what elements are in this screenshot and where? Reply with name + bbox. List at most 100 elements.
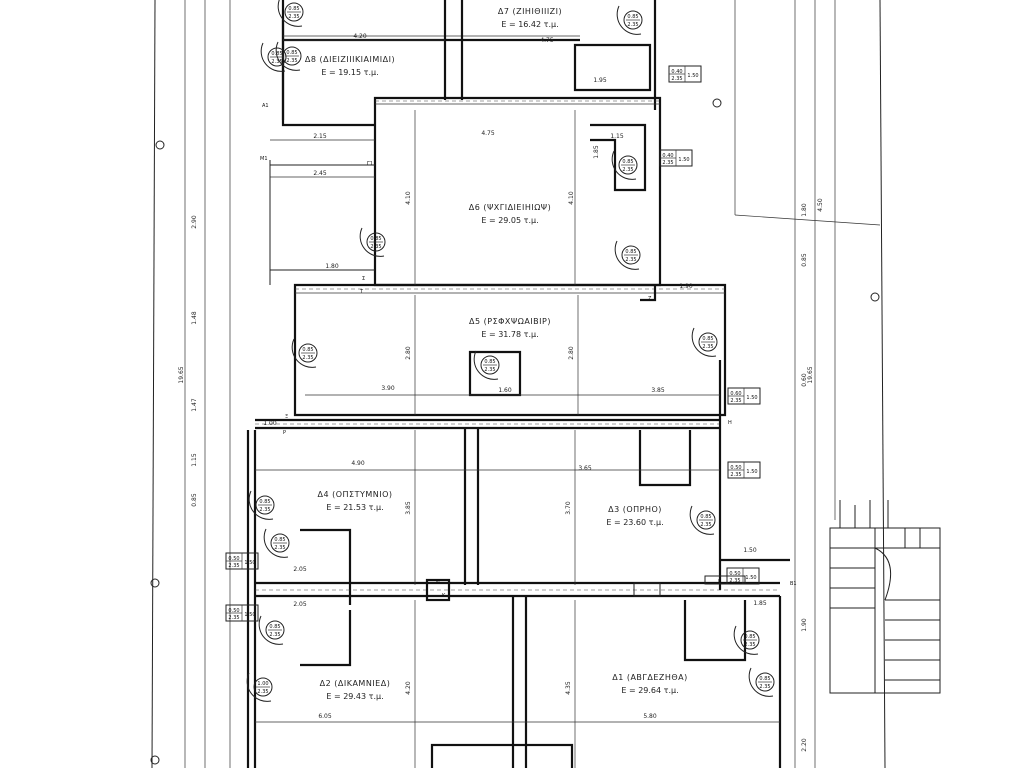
dimension-label: 4.75 [481,130,495,137]
door-width: 0.85 [302,347,313,353]
window-height: 2.35 [228,563,239,569]
door-tag: 0.852.35 [691,327,718,357]
dimension-label: 4.10 [405,191,412,205]
door-tag: 0.85 2.35 [263,528,290,558]
room-name-d6: Δ6 (ΨΧΓΙΔΙΕΙΗΙΩΨ) [469,203,551,212]
dimension-label: 19.65 [807,366,814,383]
window-height: 2.35 [730,472,741,478]
door-swing-icon [291,338,317,368]
window-height: 2.35 [228,615,239,621]
door-height: 2.35 [370,244,381,250]
survey-point-label: K [442,593,446,599]
door-height: 2.35 [627,22,638,28]
window-height: 2.35 [662,160,673,166]
dimension-label: 1.60 [498,387,512,394]
dimension-label: 3.85 [651,387,665,394]
door-swing-icon [691,327,717,357]
door-height: 2.35 [259,507,270,513]
room-area-d2: E = 29.43 τ.μ. [326,692,383,701]
door-swing-icon [359,227,385,257]
room-area-d3: E = 23.60 τ.μ. [606,518,663,527]
room-area-d4: E = 21.53 τ.μ. [326,503,383,512]
room-name-d5: Δ5 (ΡΣΦΧΨΩΑΙΒΙΡ) [469,317,551,326]
window-size: 0.50 [729,571,740,577]
door-height: 2.35 [702,344,713,350]
window-height: 2.35 [730,398,741,404]
door-swing-icon [275,41,301,71]
room-area-d5: E = 31.78 τ.μ. [481,330,538,339]
dimension-label: 2.20 [801,738,808,752]
dimension-label: 1.90 [679,283,693,290]
dimension-label: 1.15 [610,133,624,140]
door-width: 0.85 [259,499,270,505]
survey-point-label: M1 [260,156,268,162]
door-height: 2.35 [257,689,268,695]
dimension-label: 4.50 [817,198,824,212]
door-tag: 0.852.35 [260,42,287,72]
door-swing-icon [733,625,759,655]
survey-point-label: H [728,420,732,426]
dimension-label: 3.85 [405,501,412,515]
room-name-d1: Δ1 (ΑΒΓΔΕΖΗΘΑ) [612,673,688,682]
door-tag: 0.852.35 [277,0,304,27]
room-name-d8: Δ8 (ΔΙΕΙΖΙΙΙΚΙΑΙΜΙΔΙ) [305,55,395,64]
door-height: 2.35 [288,14,299,20]
door-width: 0.85 [622,159,633,165]
dimension-label: 1.90 [801,618,808,632]
survey-point-label: B [718,579,722,585]
door-tag: 0.852.35 [614,240,641,270]
door-height: 2.35 [286,58,297,64]
door-tag: 0.852.35 [616,5,643,35]
door-width: 0.85 [271,51,282,57]
door-swing-icon [246,672,272,702]
door-tag: 0.85 2.35 [248,490,275,520]
survey-point-label: Τ [359,289,364,295]
door-height: 2.35 [625,257,636,263]
dimension-label: 0.60 [801,373,808,387]
window-height: 2.35 [671,76,682,82]
door-height: 2.35 [302,355,313,361]
window-sill: 1.50 [687,73,698,79]
door-height: 2.35 [274,545,285,551]
dimension-label: 4.10 [568,191,575,205]
window-sill: 1.50 [746,469,757,475]
dimension-label: 2.80 [405,346,412,360]
window-size: 0.60 [730,391,741,397]
room-area-d8: E = 19.15 τ.μ. [321,68,378,77]
door-swing-icon [263,528,289,558]
door-tag: 0.852.35 [689,505,716,535]
door-width: 0.85 [269,624,280,630]
dimension-label: 1.15 [191,453,198,467]
room-area-d7: E = 16.42 τ.μ. [501,20,558,29]
dimension-label: 0.85 [191,493,198,507]
window-sill: 1.50 [745,575,756,581]
window-sill: 1.50 [244,612,255,618]
dimension-label: 3.70 [565,501,572,515]
dimension-lines [255,39,780,768]
dimension-label: 2.15 [313,133,327,140]
door-width: 0.85 [484,359,495,365]
window-sill: 1.50 [678,157,689,163]
window-size: 0.50 [730,465,741,471]
door-width: 0.85 [370,236,381,242]
door-tag: 0.852.35 [473,350,500,380]
door-swing-icon [258,615,284,645]
window-height: 2.35 [729,578,740,584]
survey-point-label: P [283,430,286,436]
door-width: 0.85 [274,537,285,543]
door-swing-icon [248,490,274,520]
walls [246,0,790,768]
dimension-label: 3.90 [381,385,395,392]
window-size: 0.50 [228,556,239,562]
dimension-label: 1.50 [743,547,757,554]
dimension-label: 3.65 [578,465,592,472]
door-height: 2.35 [269,632,280,638]
survey-point-label: Σ [362,276,365,282]
survey-point-label: A1 [262,103,269,109]
